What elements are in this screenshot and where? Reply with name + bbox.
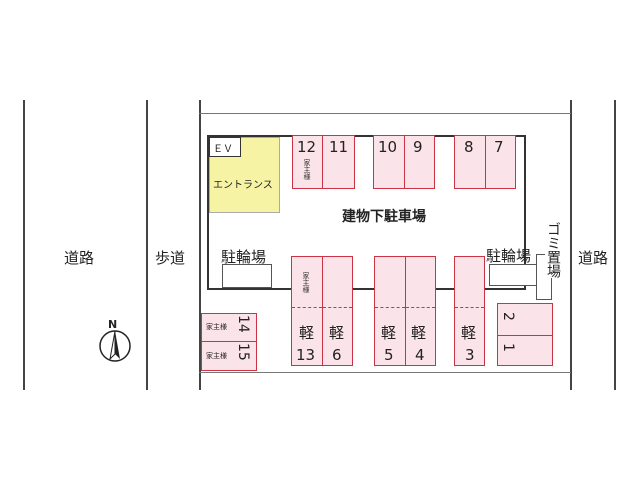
- bike-parking-right-label: 駐輪場: [486, 247, 532, 265]
- lot-9: [404, 135, 435, 189]
- compass-arrow-icon: [99, 330, 131, 362]
- bike-parking-left: [222, 264, 272, 288]
- underground-parking-label: 建物下駐車場: [342, 209, 426, 225]
- lot-6: [322, 256, 353, 366]
- lot-6-kei: 軽: [329, 324, 345, 342]
- lot-13-owner: 家主様: [302, 272, 310, 293]
- building-outline: [207, 135, 526, 290]
- lot-9-number: 9: [413, 138, 423, 156]
- lot-5-divider: [375, 307, 405, 308]
- lot-6-number: 6: [332, 346, 342, 364]
- lot-15-owner: 家主様: [206, 352, 227, 360]
- lot-11-number: 11: [329, 138, 349, 156]
- right-road-edge: [614, 100, 616, 390]
- site-bottom-edge: [199, 372, 571, 373]
- lot-2: [497, 303, 553, 336]
- lot-7: [485, 135, 516, 189]
- lot-15: [201, 341, 257, 371]
- left-road-edge: [23, 100, 25, 390]
- ev-label: ＥＶ: [213, 144, 233, 155]
- sidewalk-label: 歩道: [155, 249, 186, 267]
- lot-12-number: 12: [297, 138, 317, 156]
- lot-3-number: 3: [465, 346, 475, 364]
- lot-14: [201, 313, 257, 342]
- ev-box: [209, 137, 241, 157]
- entrance-label: エントランス: [213, 180, 273, 191]
- lot-14-owner: 家主様: [206, 323, 227, 331]
- lot-14-number: 14: [235, 315, 251, 333]
- lot-8-number: 8: [464, 138, 474, 156]
- lot-4-kei: 軽: [411, 324, 427, 342]
- lot-8: [454, 135, 486, 189]
- north-label: N: [108, 318, 118, 331]
- lot-13-number: 13: [296, 346, 316, 364]
- lot-4: [405, 256, 436, 366]
- lot-12: [292, 135, 323, 189]
- lot-7-number: 7: [494, 138, 504, 156]
- lot-4-divider: [406, 307, 435, 308]
- lot-1-number: 1: [500, 343, 516, 352]
- lot-3: [454, 256, 485, 366]
- lot-12-owner: 家主様: [303, 159, 311, 180]
- site-right-edge: [570, 100, 572, 390]
- site-left-edge: [199, 100, 201, 390]
- lot-5-number: 5: [384, 346, 394, 364]
- lot-2-number: 2: [500, 312, 516, 321]
- lot-1: [497, 335, 553, 366]
- sidewalk-edge: [146, 100, 148, 390]
- road-left-label: 道路: [64, 249, 95, 267]
- bike-parking-right: [489, 264, 537, 286]
- road-right-label: 道路: [578, 249, 609, 267]
- lot-5-kei: 軽: [381, 324, 397, 342]
- site-top-edge: [199, 113, 571, 114]
- bike-parking-left-label: 駐輪場: [221, 248, 267, 266]
- lot-13-kei: 軽: [299, 324, 315, 342]
- lot-13-divider: [292, 307, 322, 308]
- lot-4-number: 4: [415, 346, 425, 364]
- lot-6-divider: [323, 307, 352, 308]
- lot-10-number: 10: [378, 138, 398, 156]
- lot-11: [322, 135, 355, 189]
- lot-3-kei: 軽: [461, 324, 477, 342]
- lot-15-number: 15: [235, 343, 251, 361]
- garbage-label: ゴミ置場: [545, 222, 561, 278]
- lot-3-divider: [455, 307, 484, 308]
- north-compass: N: [98, 318, 132, 364]
